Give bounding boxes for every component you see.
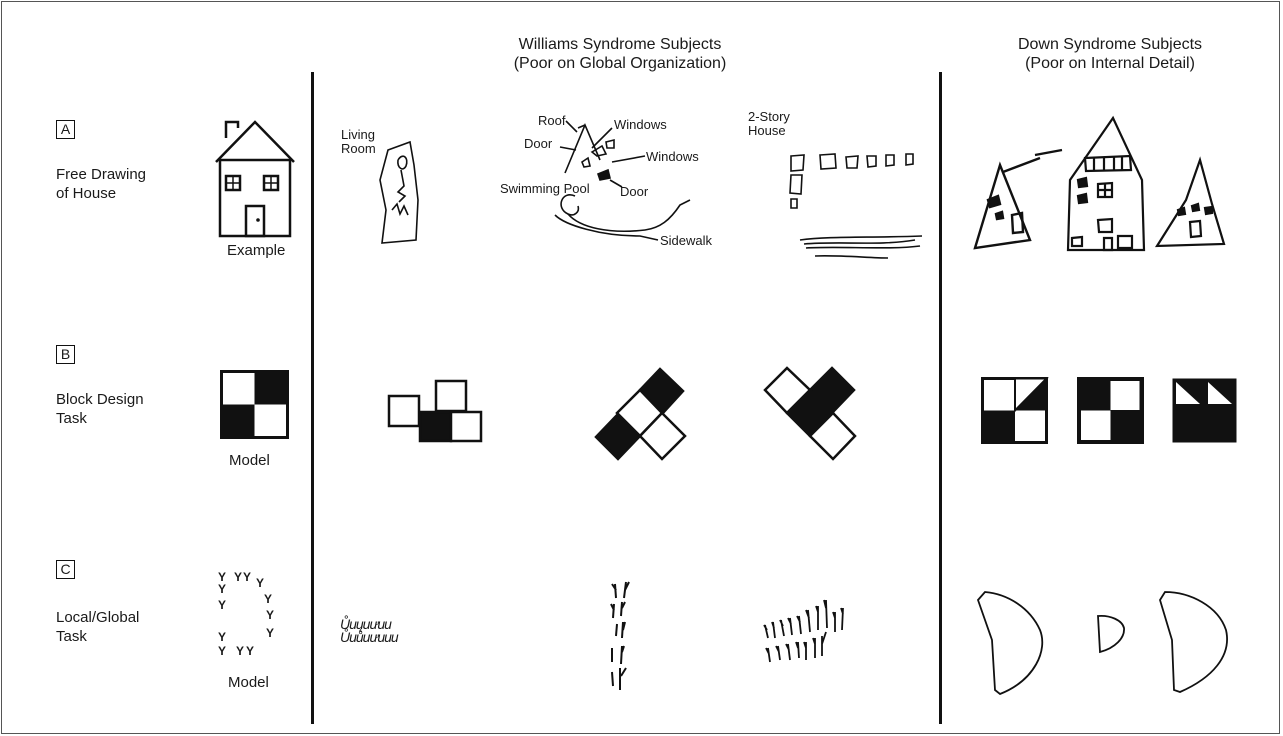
- williams-block-design-2: [590, 364, 690, 464]
- header-williams-line2: (Poor on Global Organization): [460, 54, 780, 73]
- row-b-letter: B: [56, 345, 75, 364]
- williams-scribble-line2: Ůuůuưuuu: [340, 631, 398, 644]
- model-letter-y: Y: [264, 592, 272, 606]
- down-local-global-2: [1094, 610, 1130, 660]
- row-a-caption: Example: [227, 242, 285, 259]
- row-a-letter: A: [56, 120, 75, 139]
- header-down-line2: (Poor on Internal Detail): [980, 54, 1240, 73]
- model-letter-y: Y: [256, 576, 264, 590]
- williams-block-design-3: [760, 364, 860, 464]
- header-down: Down Syndrome Subjects (Poor on Internal…: [980, 35, 1240, 73]
- row-c-letter: C: [56, 560, 75, 579]
- row-b-label-line1: Block Design: [56, 390, 144, 409]
- model-letter-y: Y: [236, 644, 244, 658]
- williams-local-global-3: [760, 590, 870, 670]
- annotation-living-line2: Room: [341, 142, 376, 156]
- model-letter-y: Y: [234, 570, 242, 584]
- down-local-global-1: [972, 585, 1052, 700]
- model-letter-y: Y: [218, 630, 226, 644]
- model-letter-y: Y: [218, 644, 226, 658]
- down-block-design-1: [980, 376, 1050, 446]
- model-letter-y: Y: [218, 598, 226, 612]
- row-a-label-line1: Free Drawing: [56, 165, 146, 184]
- column-divider-williams: [311, 72, 314, 724]
- model-letter-y: Y: [266, 608, 274, 622]
- header-down-line1: Down Syndrome Subjects: [980, 35, 1240, 54]
- annotation-door-1: Door: [524, 137, 552, 151]
- row-b-label-line2: Task: [56, 409, 144, 428]
- down-house-drawing-2: [1060, 112, 1150, 257]
- row-a-label-line2: of House: [56, 184, 146, 203]
- column-divider-down: [939, 72, 942, 724]
- row-c-caption: Model: [228, 674, 269, 691]
- model-letter-y: Y: [266, 626, 274, 640]
- row-b-label: Block Design Task: [56, 390, 144, 428]
- header-williams-line1: Williams Syndrome Subjects: [460, 35, 780, 54]
- header-williams: Williams Syndrome Subjects (Poor on Glob…: [460, 35, 780, 73]
- model-letter-y: Y: [218, 582, 226, 596]
- row-b-caption: Model: [229, 452, 270, 469]
- williams-house-drawing-2: [550, 112, 700, 242]
- down-house-drawing-3: [1150, 150, 1230, 250]
- down-house-drawing-1: [970, 140, 1070, 255]
- annotation-living-room: Living Room: [341, 128, 376, 156]
- example-house-drawing: [212, 118, 296, 240]
- model-letter-y: Y: [246, 644, 254, 658]
- row-a-label: Free Drawing of House: [56, 165, 146, 203]
- model-letter-y: Y: [243, 570, 251, 584]
- williams-house-drawing-1: [378, 140, 428, 245]
- row-c-label: Local/Global Task: [56, 608, 139, 646]
- down-block-design-2: [1076, 376, 1146, 446]
- williams-house-drawing-3: [780, 150, 930, 265]
- annotation-living-line1: Living: [341, 128, 376, 142]
- annotation-2-story-house: 2-Story House: [748, 110, 790, 138]
- annotation-story-line2: House: [748, 124, 790, 138]
- williams-local-global-1: Ůuųuưuu Ůuůuưuuu: [340, 618, 398, 644]
- local-global-model: Y Y Y Y Y Y Y Y Y Y Y Y Y: [210, 568, 290, 668]
- annotation-story-line1: 2-Story: [748, 110, 790, 124]
- row-c-label-line1: Local/Global: [56, 608, 139, 627]
- down-block-design-3: [1170, 376, 1240, 446]
- williams-block-design-1: [385, 378, 485, 444]
- williams-local-global-2: [605, 580, 645, 700]
- row-c-label-line2: Task: [56, 627, 139, 646]
- down-local-global-3: [1155, 585, 1240, 700]
- block-design-model: [220, 370, 290, 440]
